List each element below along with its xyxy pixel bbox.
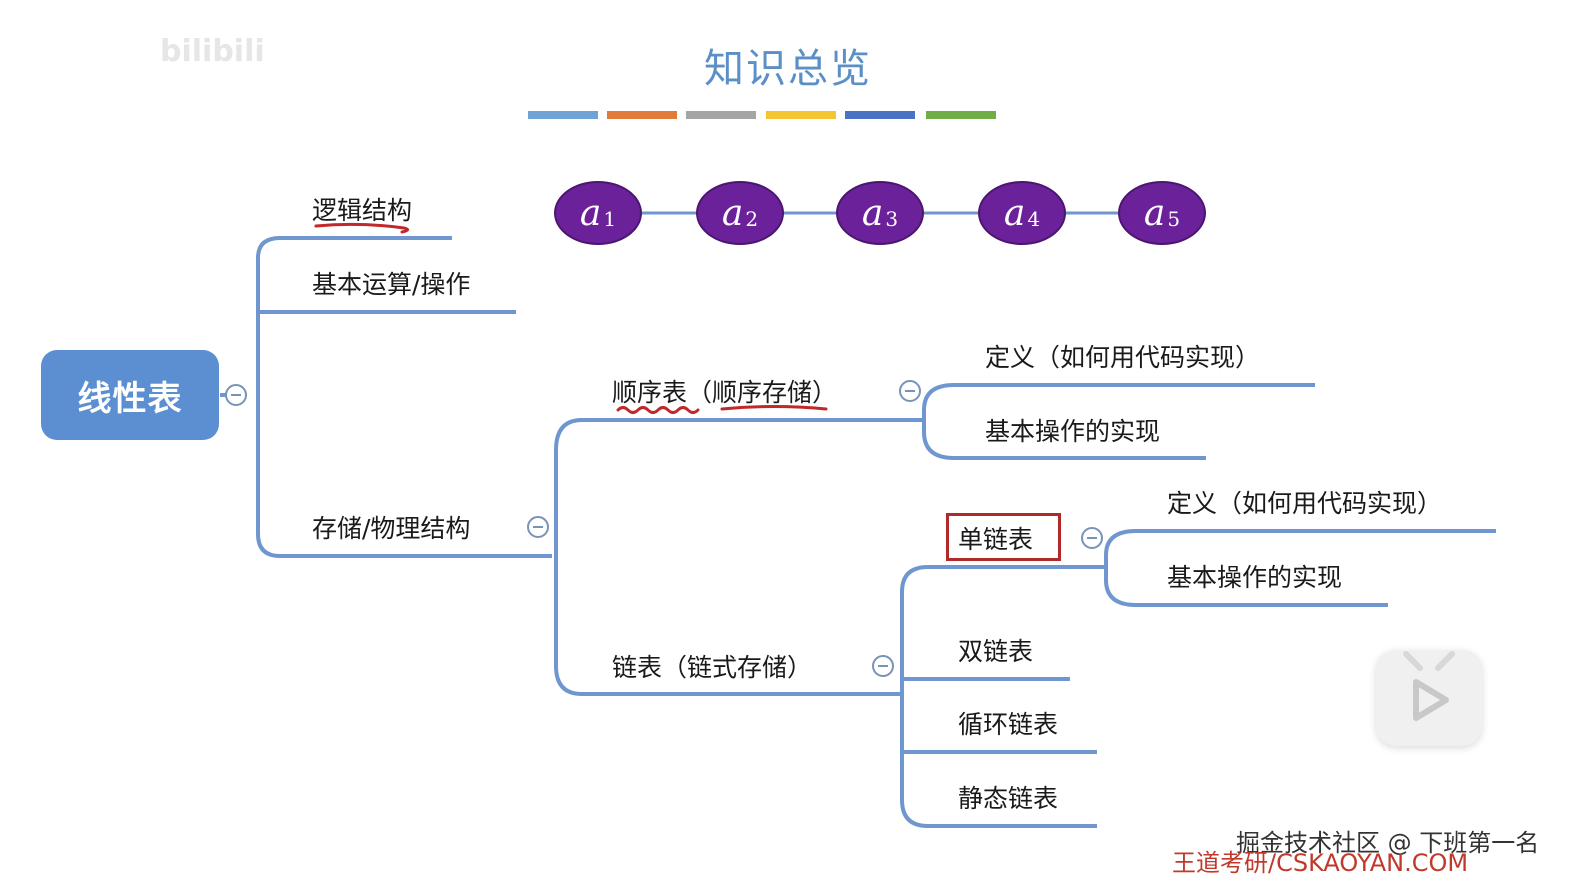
- node-storage-structure[interactable]: 存储/物理结构: [312, 514, 471, 543]
- node-double-list[interactable]: 双链表: [958, 637, 1034, 666]
- root-node[interactable]: 线性表: [41, 350, 219, 440]
- node-single-ops[interactable]: 基本操作的实现: [1167, 563, 1343, 592]
- bilibili-play-icon[interactable]: [1376, 650, 1482, 746]
- brand-watermark: 王道考研/CSKAOYAN.COM: [1172, 849, 1469, 877]
- color-swatch-blue: [528, 111, 598, 119]
- play-icon: [1403, 651, 1455, 721]
- underline-mark-seq-storage: [720, 405, 828, 411]
- node-seq-table[interactable]: 顺序表（顺序存储）: [612, 378, 838, 407]
- node-logic-structure[interactable]: 逻辑结构: [312, 196, 413, 225]
- collapse-icon-single-list[interactable]: [1081, 527, 1103, 549]
- color-swatch-darkblue: [845, 111, 915, 119]
- collapse-icon-linked-list[interactable]: [872, 655, 894, 677]
- collapse-icon-seq-table[interactable]: [899, 380, 921, 402]
- storage-trunk: [554, 418, 583, 696]
- node-basic-ops[interactable]: 基本运算/操作: [312, 270, 471, 299]
- color-swatch-orange: [607, 111, 677, 119]
- node-linked-list[interactable]: 链表（链式存储）: [612, 653, 813, 682]
- node-static-list[interactable]: 静态链表: [958, 784, 1059, 813]
- color-swatch-yellow: [766, 111, 836, 119]
- node-single-definition[interactable]: 定义（如何用代码实现）: [1167, 489, 1443, 518]
- community-watermark: 掘金技术社区 @ 下班第一名: [1236, 829, 1540, 857]
- bilibili-watermark: bilibili: [160, 34, 265, 69]
- collapse-icon-root[interactable]: [225, 384, 247, 406]
- root-trunk: [256, 236, 281, 558]
- collapse-icon-storage[interactable]: [527, 516, 549, 538]
- seq-table-trunk: [922, 383, 955, 460]
- color-swatch-gray: [686, 111, 756, 119]
- root-label: 线性表: [77, 378, 183, 419]
- underline-mark-logic: [314, 222, 409, 234]
- wavy-mark-seq: [616, 406, 700, 414]
- color-swatch-green: [926, 111, 996, 119]
- node-seq-ops[interactable]: 基本操作的实现: [985, 417, 1161, 446]
- node-seq-definition[interactable]: 定义（如何用代码实现）: [985, 343, 1261, 372]
- single-list-trunk: [1104, 529, 1137, 607]
- page-title: 知识总览: [704, 46, 872, 92]
- node-circular-list[interactable]: 循环链表: [958, 710, 1059, 739]
- node-single-list[interactable]: 单链表: [958, 525, 1034, 554]
- highlight-box-single-list: [946, 513, 1061, 561]
- linked-list-trunk: [900, 565, 929, 828]
